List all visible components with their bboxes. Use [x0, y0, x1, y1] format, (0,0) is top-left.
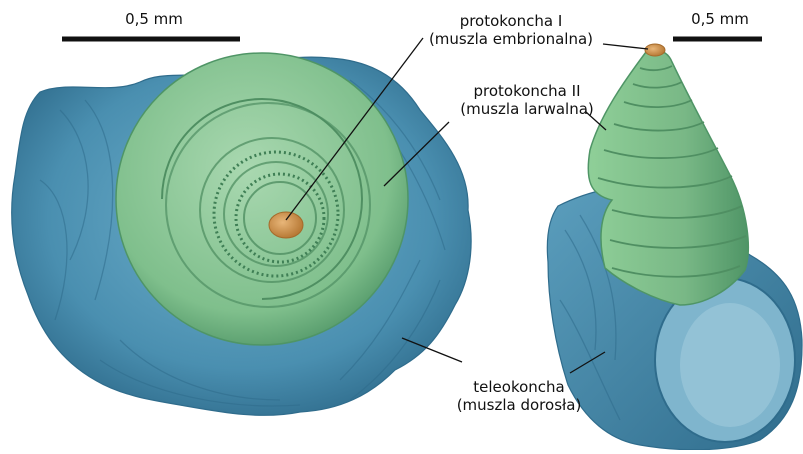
- label-teleoconch: teleokoncha (muszla dorosła): [444, 378, 594, 414]
- aperture-interior: [680, 303, 780, 427]
- protoconch1-side: [645, 44, 665, 56]
- protoconch2-apical: [116, 53, 408, 345]
- label-protoconch1-line2: (muszla embrionalna): [418, 30, 604, 48]
- label-protoconch2: protokoncha II (muszla larwalna): [452, 82, 602, 118]
- label-teleoconch-line1: teleokoncha: [444, 378, 594, 396]
- apical-view-shell: [12, 53, 471, 415]
- protoconch1-apical: [269, 212, 303, 238]
- label-protoconch1: protokoncha I (muszla embrionalna): [418, 12, 604, 48]
- scale-bar-right-label: 0,5 mm: [687, 10, 753, 28]
- label-protoconch1-line1: protokoncha I: [418, 12, 604, 30]
- leader-protoconch1-side: [603, 44, 648, 49]
- label-teleoconch-line2: (muszla dorosła): [444, 396, 594, 414]
- label-protoconch2-line1: protokoncha II: [452, 82, 602, 100]
- label-protoconch2-line2: (muszla larwalna): [452, 100, 602, 118]
- protoconch2-side: [588, 50, 748, 305]
- scale-bar-left-label: 0,5 mm: [121, 10, 187, 28]
